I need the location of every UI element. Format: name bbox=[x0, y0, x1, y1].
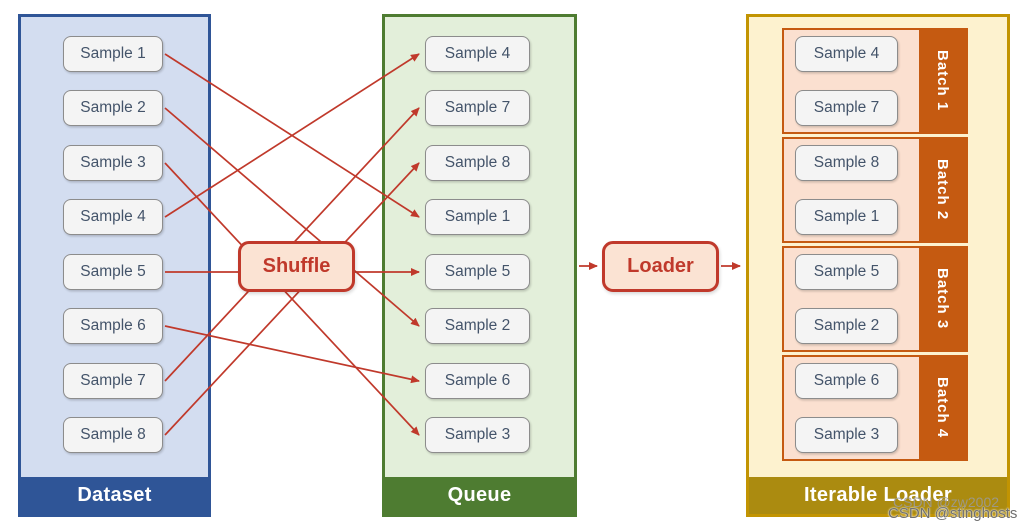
sample-box-queue-slot-4: Sample 1 bbox=[425, 199, 530, 235]
loader-node: Loader bbox=[602, 241, 719, 292]
sample-label: Sample 5 bbox=[80, 263, 146, 280]
sample-label: Sample 1 bbox=[80, 45, 146, 62]
batch-strip-4: Batch 4 bbox=[919, 357, 966, 459]
watermark-zw2002: CSDN @zw2002 bbox=[893, 494, 1000, 510]
sample-label: Sample 1 bbox=[813, 208, 880, 225]
sample-label: Sample 2 bbox=[444, 317, 511, 334]
batch-label: Batch 1 bbox=[934, 50, 951, 112]
sample-label: Sample 6 bbox=[80, 317, 146, 334]
sample-box-queue-slot-3: Sample 8 bbox=[425, 145, 530, 181]
sample-box-batch4-1: Sample 6 bbox=[795, 363, 898, 399]
sample-label: Sample 2 bbox=[813, 317, 880, 334]
sample-box-dataset-3: Sample 3 bbox=[63, 145, 163, 181]
batch-strip-3: Batch 3 bbox=[919, 248, 966, 350]
sample-label: Sample 5 bbox=[813, 263, 880, 280]
sample-box-queue-slot-2: Sample 7 bbox=[425, 90, 530, 126]
sample-label: Sample 8 bbox=[813, 154, 880, 171]
sample-label: Sample 7 bbox=[813, 99, 880, 116]
sample-label: Sample 7 bbox=[80, 372, 146, 389]
sample-label: Sample 3 bbox=[80, 154, 146, 171]
sample-label: Sample 1 bbox=[444, 208, 511, 225]
sample-box-dataset-1: Sample 1 bbox=[63, 36, 163, 72]
shuffle-node: Shuffle bbox=[238, 241, 355, 292]
sample-box-queue-slot-1: Sample 4 bbox=[425, 36, 530, 72]
dataset-panel-title: Dataset bbox=[21, 477, 208, 514]
sample-label: Sample 4 bbox=[80, 208, 146, 225]
batch-label: Batch 3 bbox=[934, 268, 951, 330]
batch-label: Batch 2 bbox=[934, 159, 951, 221]
sample-label: Sample 3 bbox=[444, 426, 511, 443]
sample-box-dataset-5: Sample 5 bbox=[63, 254, 163, 290]
sample-label: Sample 7 bbox=[444, 99, 511, 116]
watermark-stinghosts: CSDN @stinghosts bbox=[888, 505, 1018, 522]
sample-label: Sample 2 bbox=[80, 99, 146, 116]
sample-box-batch2-2: Sample 1 bbox=[795, 199, 898, 235]
sample-label: Sample 5 bbox=[444, 263, 511, 280]
sample-box-queue-slot-5: Sample 5 bbox=[425, 254, 530, 290]
batch-strip-2: Batch 2 bbox=[919, 139, 966, 241]
queue-panel-title: Queue bbox=[385, 477, 574, 514]
sample-box-dataset-2: Sample 2 bbox=[63, 90, 163, 126]
sample-label: Sample 4 bbox=[813, 45, 880, 62]
sample-label: Sample 8 bbox=[444, 154, 511, 171]
sample-box-batch3-1: Sample 5 bbox=[795, 254, 898, 290]
batch-label: Batch 4 bbox=[934, 377, 951, 439]
sample-box-queue-slot-6: Sample 2 bbox=[425, 308, 530, 344]
batch-strip-1: Batch 1 bbox=[919, 30, 966, 132]
sample-box-batch1-2: Sample 7 bbox=[795, 90, 898, 126]
sample-label: Sample 6 bbox=[813, 372, 880, 389]
sample-box-dataset-7: Sample 7 bbox=[63, 363, 163, 399]
sample-label: Sample 3 bbox=[813, 426, 880, 443]
iterable-loader-panel-title: Iterable Loader bbox=[749, 477, 1007, 514]
sample-box-dataset-8: Sample 8 bbox=[63, 417, 163, 453]
sample-box-batch2-1: Sample 8 bbox=[795, 145, 898, 181]
sample-box-batch4-2: Sample 3 bbox=[795, 417, 898, 453]
sample-box-dataset-6: Sample 6 bbox=[63, 308, 163, 344]
sample-box-dataset-4: Sample 4 bbox=[63, 199, 163, 235]
sample-box-queue-slot-8: Sample 3 bbox=[425, 417, 530, 453]
sample-box-batch3-2: Sample 2 bbox=[795, 308, 898, 344]
sample-box-batch1-1: Sample 4 bbox=[795, 36, 898, 72]
sample-label: Sample 4 bbox=[444, 45, 511, 62]
sample-label: Sample 6 bbox=[444, 372, 511, 389]
sample-label: Sample 8 bbox=[80, 426, 146, 443]
sample-box-queue-slot-7: Sample 6 bbox=[425, 363, 530, 399]
